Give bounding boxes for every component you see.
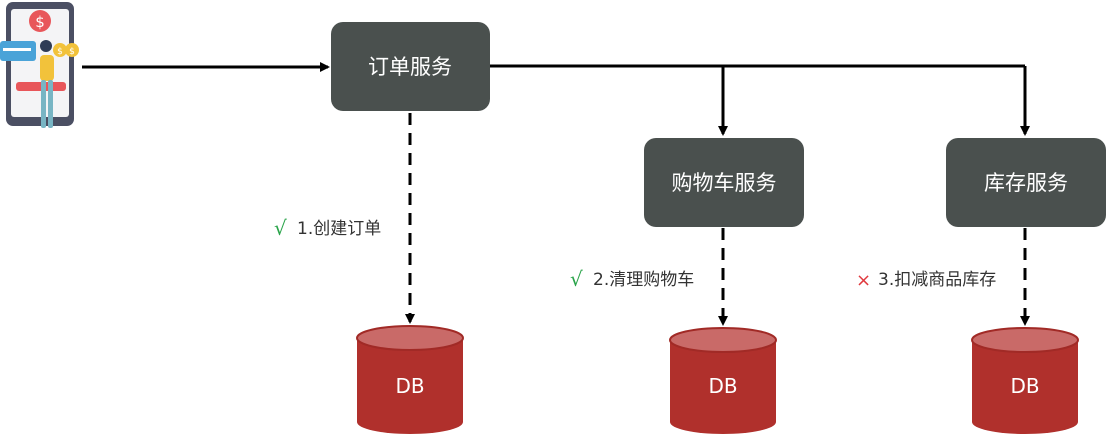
step-3-label: 3.扣减商品库存	[878, 270, 996, 290]
step-2-annotation: √ 2.清理购物车	[570, 267, 694, 291]
step-3-annotation: × 3.扣减商品库存	[856, 270, 996, 291]
step-1-label: 1.创建订单	[297, 219, 381, 239]
order-database: DB	[356, 325, 464, 434]
order-database-label: DB	[395, 374, 424, 398]
step-2-label: 2.清理购物车	[593, 270, 694, 290]
cart-database: DB	[669, 327, 777, 434]
cart-service-box: 购物车服务	[644, 138, 804, 227]
stock-database: DB	[971, 327, 1079, 434]
stock-service-box: 库存服务	[946, 138, 1106, 227]
cart-database-label: DB	[708, 374, 737, 398]
mobile-payment-user-icon: $ $ $	[0, 2, 79, 128]
step-3-cross-icon: ×	[856, 270, 871, 291]
step-2-check-icon: √	[570, 267, 583, 291]
order-service-label: 订单服务	[368, 55, 452, 79]
step-1-check-icon: √	[274, 216, 287, 240]
svg-text:$: $	[57, 47, 63, 57]
svg-text:$: $	[35, 13, 45, 31]
cart-service-label: 购物车服务	[672, 171, 777, 195]
stock-service-label: 库存服务	[984, 171, 1068, 195]
step-1-annotation: √ 1.创建订单	[274, 216, 381, 240]
stock-database-label: DB	[1010, 374, 1039, 398]
svg-text:$: $	[69, 47, 75, 57]
order-service-box: 订单服务	[331, 22, 490, 111]
